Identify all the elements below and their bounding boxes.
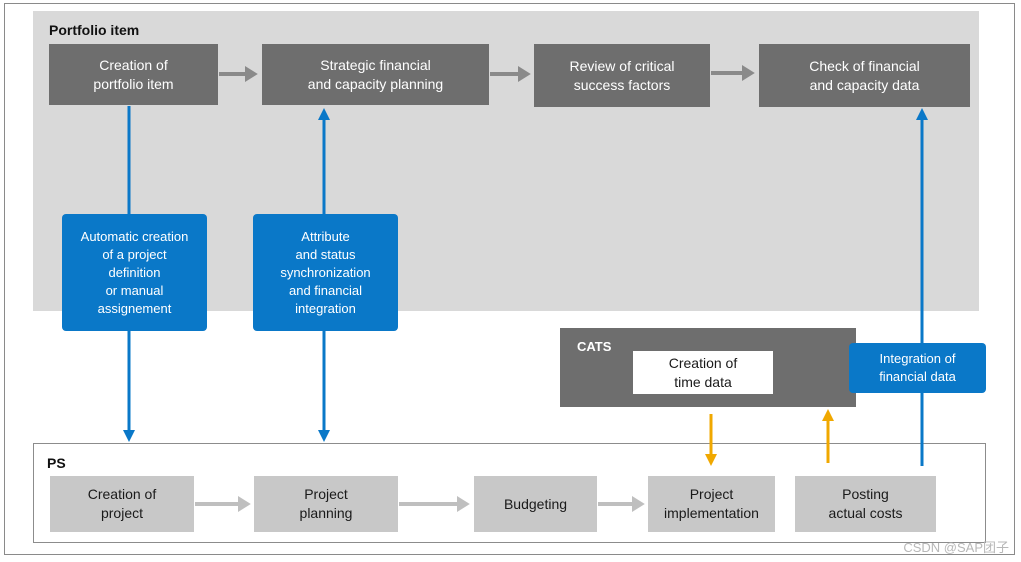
box-creation-portfolio-item: Creation of portfolio item <box>49 44 218 105</box>
box-budgeting: Budgeting <box>474 476 597 532</box>
box-posting-actual-costs: Posting actual costs <box>795 476 936 532</box>
diagram-frame <box>4 3 1015 555</box>
box-review-success-factors: Review of critical success factors <box>534 44 710 107</box>
portfolio-title: Portfolio item <box>49 22 140 38</box>
box-project-implementation: Project implementation <box>648 476 775 532</box>
watermark: CSDN @SAP团子 <box>903 540 1009 555</box>
cats-title: CATS <box>577 339 612 354</box>
box-integration-financial-data: Integration of financial data <box>849 343 986 393</box>
box-creation-project: Creation of project <box>50 476 194 532</box>
box-strategic-planning: Strategic financial and capacity plannin… <box>262 44 489 105</box>
box-automatic-creation: Automatic creation of a project definiti… <box>62 214 207 331</box>
box-project-planning: Project planning <box>254 476 398 532</box>
ps-title: PS <box>47 455 66 471</box>
box-check-financial-data: Check of financial and capacity data <box>759 44 970 107</box>
box-creation-time-data: Creation of time data <box>633 351 773 394</box>
box-attribute-sync: Attribute and status synchronization and… <box>253 214 398 331</box>
